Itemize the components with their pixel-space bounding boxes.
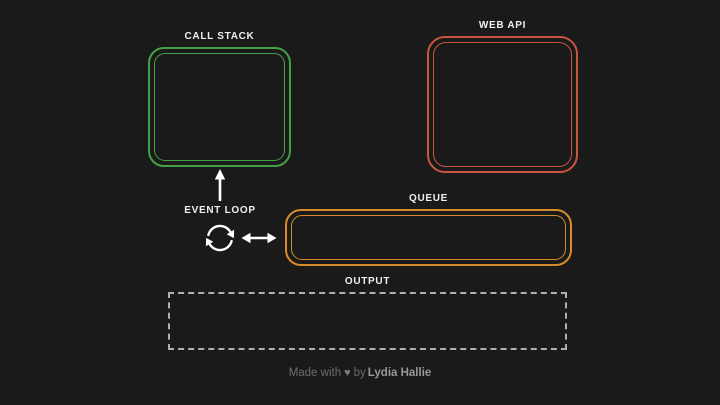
web-api-label: WEB API bbox=[478, 20, 527, 31]
queue-box-inner-border bbox=[291, 215, 566, 260]
up-arrow-icon bbox=[214, 169, 226, 201]
web-api-box bbox=[427, 36, 578, 173]
call-stack-box-inner-border bbox=[154, 53, 285, 161]
call-stack-box bbox=[148, 47, 291, 167]
credit-made-with: Made with bbox=[288, 367, 342, 379]
credit-by: by bbox=[353, 367, 366, 379]
sync-cycle-icon bbox=[205, 224, 235, 252]
output-box bbox=[168, 292, 567, 350]
queue-label: QUEUE bbox=[408, 193, 449, 204]
web-api-box-inner-border bbox=[433, 42, 572, 167]
heart-icon: ♥ bbox=[344, 367, 351, 379]
output-label: OUTPUT bbox=[344, 276, 391, 287]
queue-box bbox=[285, 209, 572, 266]
credit-author: Lydia Hallie bbox=[367, 367, 432, 379]
double-headed-arrow-icon bbox=[241, 232, 277, 244]
call-stack-label: CALL STACK bbox=[184, 31, 255, 42]
event-loop-label: EVENT LOOP bbox=[184, 205, 256, 216]
